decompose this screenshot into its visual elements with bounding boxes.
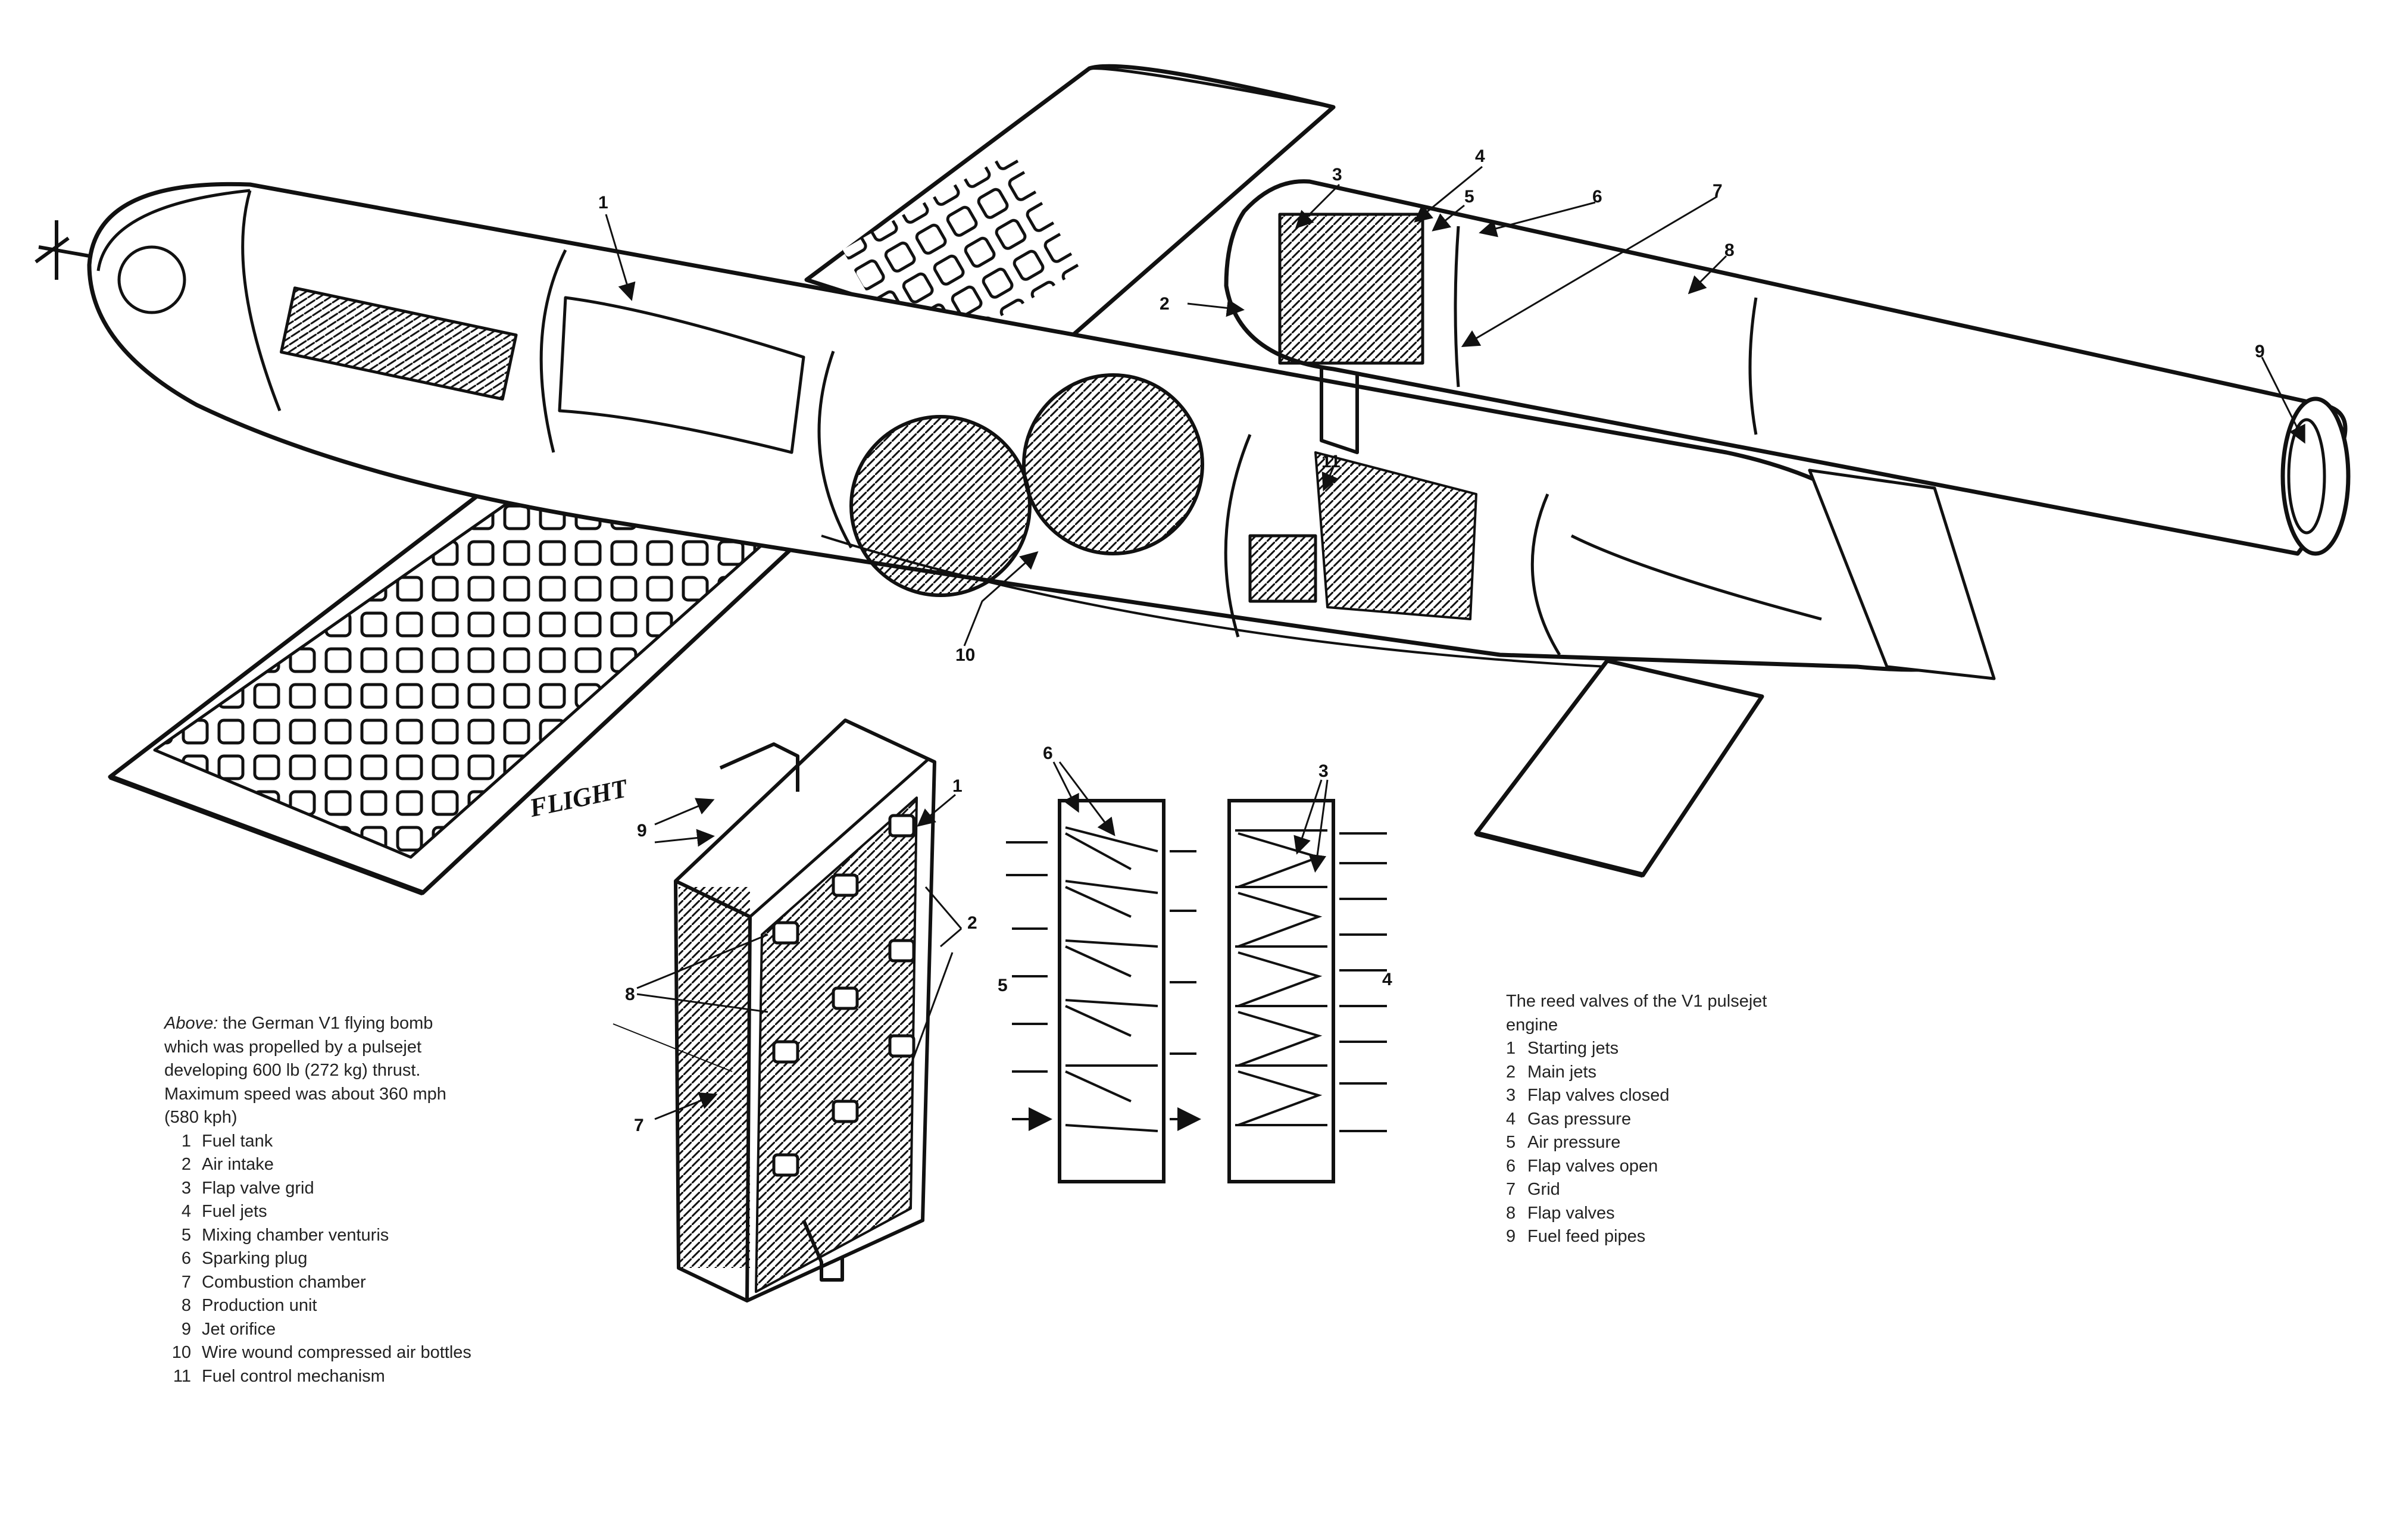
air-pressure-arrows [1006,841,1196,1119]
bomb-callout-leaders [605,165,2305,646]
fuselage [35,182,1979,672]
callout-4: 4 [1475,146,1485,166]
reed-valve-caption-panel: The reed valves of the V1 pulsejet engin… [1506,990,1839,1249]
grid-callout-leaders [613,794,963,1120]
caption-line: developing 600 lb (272 kg) thrust. [164,1061,421,1080]
caption-line: (580 kph) [164,1108,238,1127]
callout-11: 11 [1321,452,1341,471]
callout-2: 2 [1160,294,1170,314]
valve-callout-4: 4 [1382,970,1392,989]
caption-line: the German V1 flying bomb [223,1014,433,1033]
callout-10: 10 [955,645,975,665]
caption-line: engine [1506,1015,1558,1035]
reed-valve-closed-diagram: 3 4 [1227,761,1392,1183]
valve-callout-3: 3 [1318,761,1329,781]
caption-line: which was propelled by a pulsejet [164,1037,422,1057]
caption-above-label: Above: [164,1014,218,1033]
reed-valve-open-diagram: 6 5 [998,744,1196,1183]
grid-callout-7: 7 [634,1116,644,1135]
callout-5: 5 [1464,187,1474,207]
fuel-jet-nozzles [772,814,915,1177]
callout-8: 8 [1724,240,1735,260]
valve-callout-5: 5 [998,976,1008,995]
callout-6: 6 [1592,187,1602,207]
pulsejet-engine [1224,179,2351,556]
grid-callout-8: 8 [625,985,635,1004]
tailplane [1474,468,1996,878]
v1-caption-panel: Above: the German V1 flying bomb which w… [164,1012,545,1388]
valve-callout-6: 6 [1043,744,1053,763]
callout-1: 1 [598,193,608,213]
flap-valve-grid-drawing: 9 1 2 8 7 [613,719,977,1302]
grid-callout-1: 1 [952,776,963,796]
v1-caption-intro: Above: the German V1 flying bomb [164,1012,545,1036]
caption-line: Maximum speed was about 360 mph [164,1084,446,1104]
v1-bomb-drawing: 1 3 4 5 6 7 8 2 9 10 11 FLIGHT [35,64,2351,896]
caption-line: The reed valves of the V1 pulsejet [1506,992,1767,1011]
grid-callout-2: 2 [967,913,977,933]
callout-3: 3 [1332,165,1342,185]
gas-pressure-lines [1339,832,1387,1132]
callout-7: 7 [1713,181,1723,201]
callout-9: 9 [2255,342,2265,361]
grid-callout-9: 9 [637,821,647,841]
